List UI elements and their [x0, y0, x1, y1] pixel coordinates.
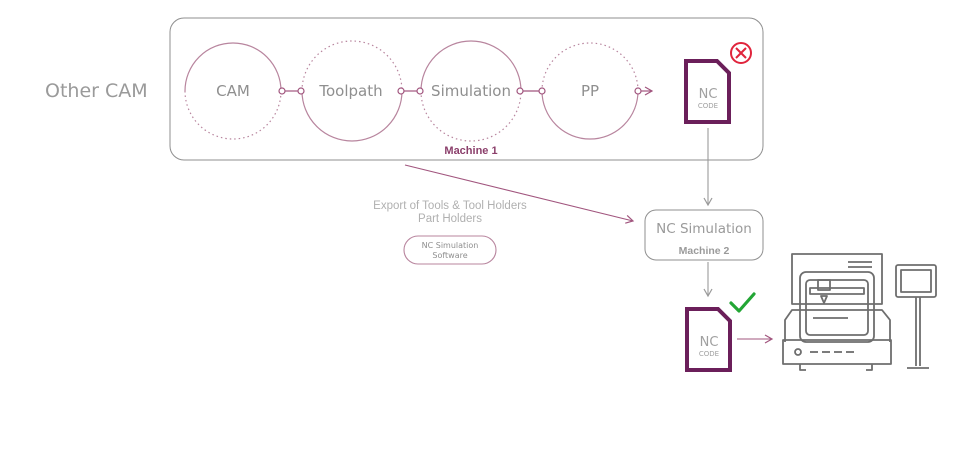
step-connector-4	[634, 86, 654, 96]
machine1-label: Machine 1	[444, 145, 497, 157]
nc-code-bottom-line1: NC	[700, 335, 719, 350]
step-label-cam: CAM	[216, 82, 250, 100]
step-label-pp: PP	[581, 82, 599, 100]
nc-code-top-line1: NC	[699, 87, 718, 102]
error-x-icon	[730, 42, 752, 64]
nc-code-document-bottom: NC CODE	[685, 307, 732, 372]
step-connector-2	[397, 87, 424, 95]
nc-simulation-title: NC Simulation	[656, 221, 752, 237]
step-circle-pp: PP	[541, 42, 639, 140]
step-connector-1	[278, 87, 305, 95]
cnc-machine-icon	[782, 253, 892, 371]
step-label-simulation: Simulation	[431, 82, 511, 100]
step-circle-toolpath: Toolpath	[301, 40, 403, 142]
nc-simulation-subtitle: Machine 2	[679, 245, 730, 257]
step-connector-3	[516, 87, 546, 95]
nc-code-top-line2: CODE	[698, 102, 718, 110]
export-text-line1: Export of Tools & Tool Holders	[373, 200, 527, 212]
software-pill-line1: NC Simulation	[422, 241, 479, 250]
checkmark-icon	[729, 292, 756, 313]
other-cam-label: Other CAM	[45, 80, 148, 102]
nc-code-document-top: NC CODE	[684, 59, 731, 124]
nc-code-bottom-line2: CODE	[699, 350, 719, 358]
step-label-toolpath: Toolpath	[318, 82, 382, 100]
export-text-line2: Part Holders	[418, 213, 482, 225]
step-circle-cam: CAM	[184, 42, 282, 140]
nc-simulation-software-pill: NC Simulation Software	[403, 235, 497, 265]
control-terminal-icon	[895, 264, 937, 369]
software-pill-line2: Software	[432, 251, 467, 260]
nc-simulation-box: NC Simulation Machine 2	[644, 209, 764, 261]
machine1-container	[169, 17, 764, 161]
step-circle-simulation: Simulation	[420, 40, 522, 142]
arrow-export-to-ncsim	[404, 164, 635, 224]
